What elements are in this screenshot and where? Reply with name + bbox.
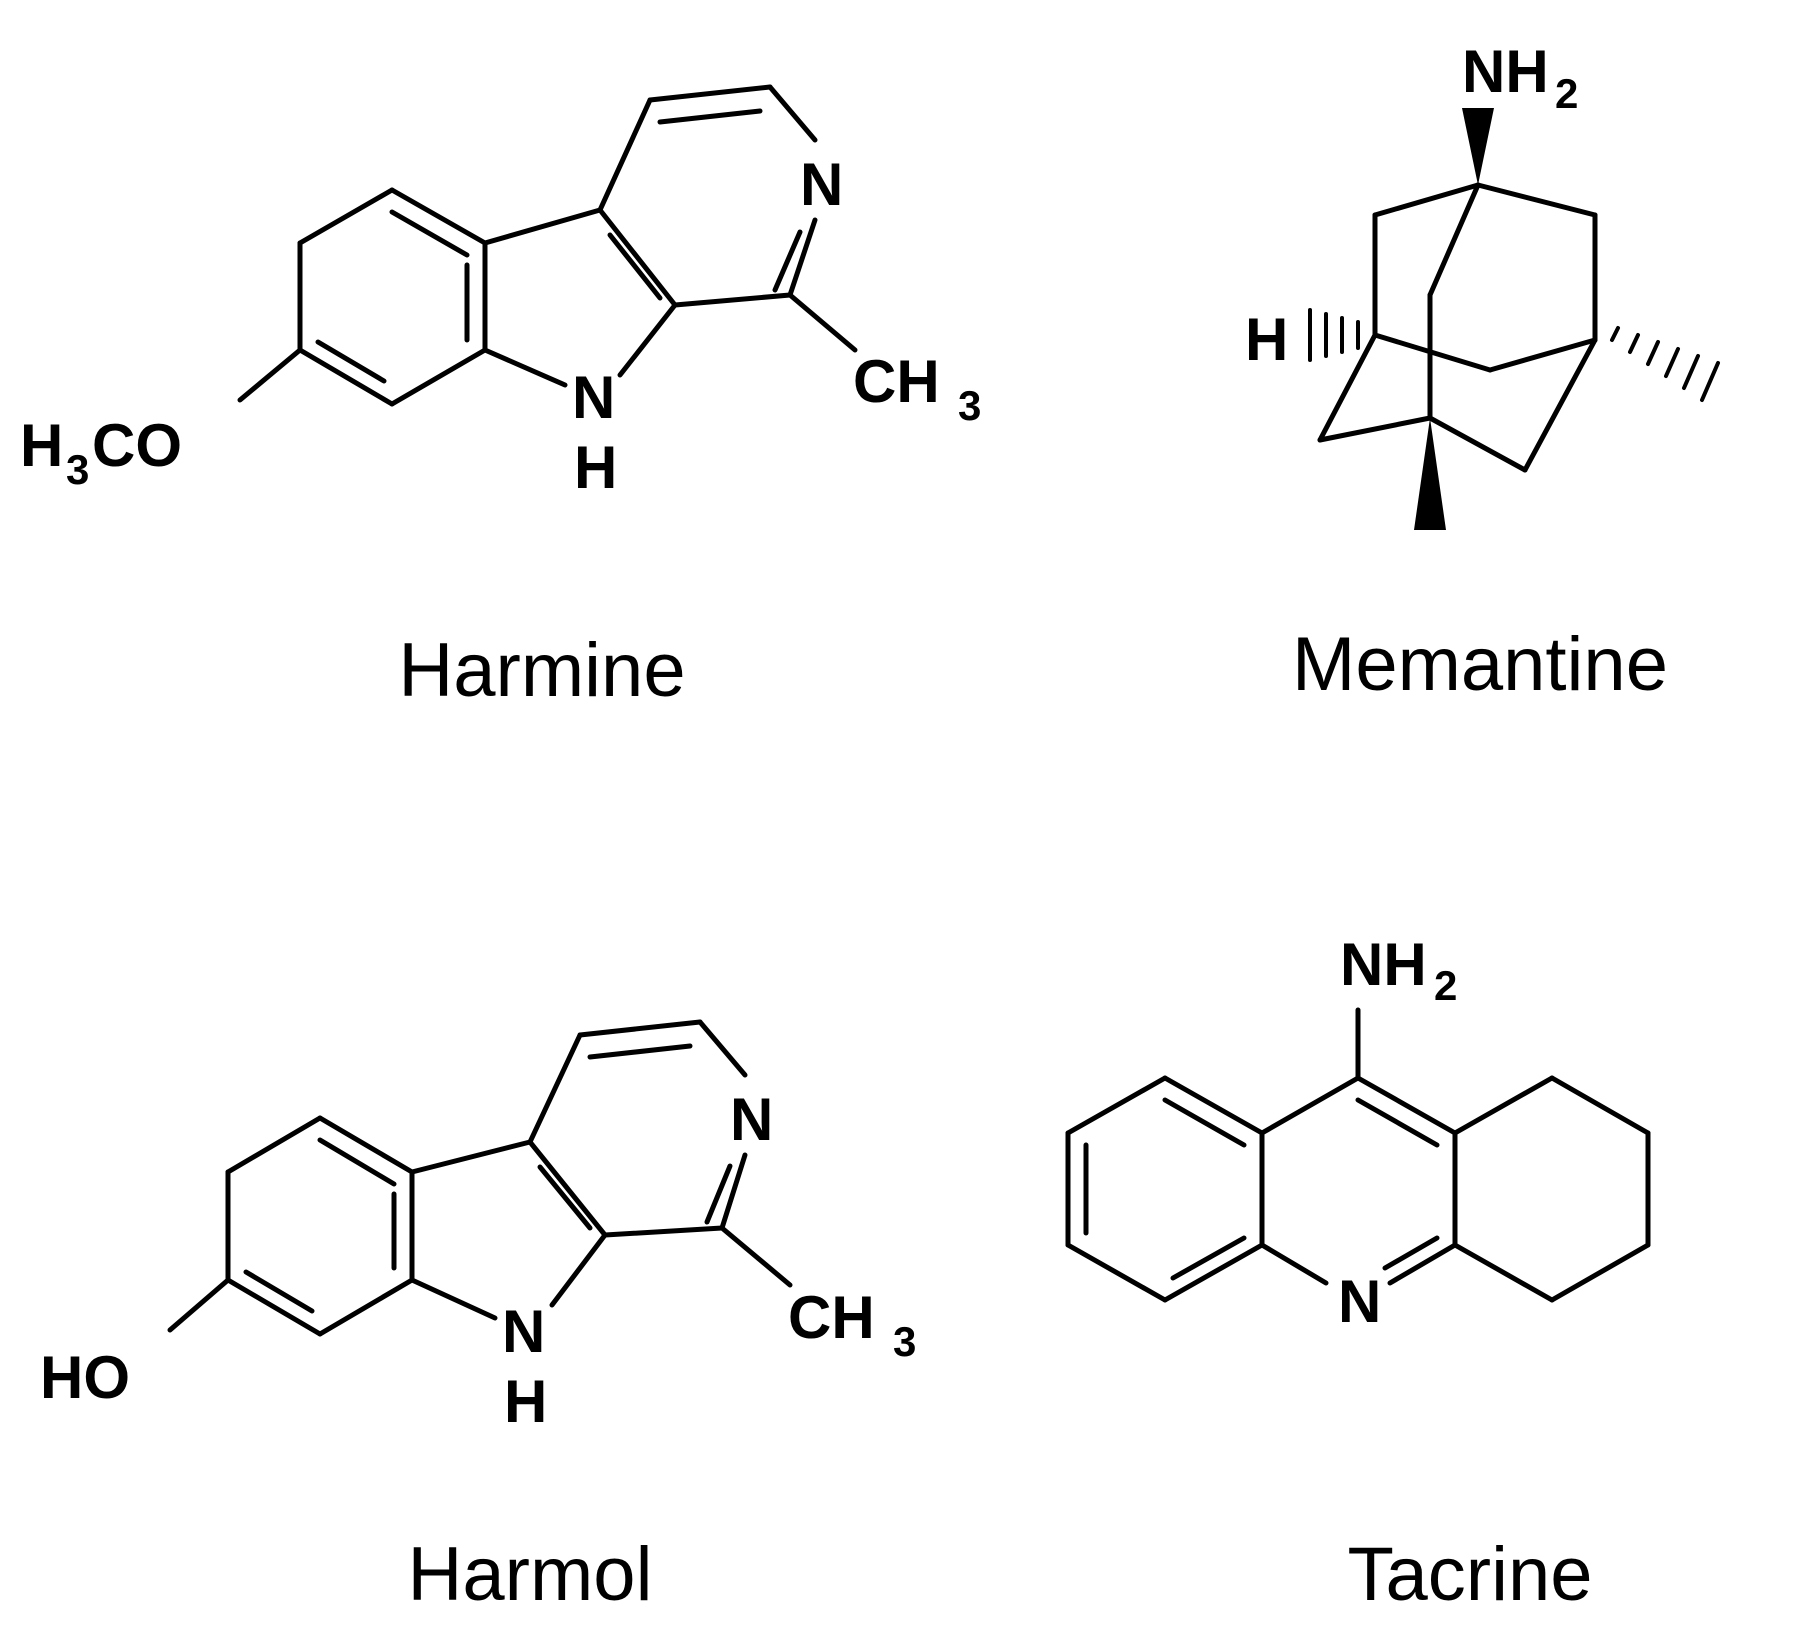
harmine-methyl-subscript: 3 [958, 382, 981, 429]
harmol-methyl-subscript: 3 [893, 1318, 916, 1365]
tacrine-amine-label: NH [1340, 931, 1427, 998]
harmine-name: Harmine [398, 628, 685, 713]
harmine-ring-nitrogen: N [800, 151, 843, 218]
tacrine-amine-subscript: 2 [1434, 962, 1457, 1009]
tacrine-structure: NH 2 N Tacrine [1065, 931, 1651, 1617]
harmol-methyl-label: CH [788, 1284, 875, 1351]
harmol-structure: N N H CH 3 HO Harmol [40, 1019, 916, 1617]
harmine-methyl-label: CH [853, 348, 940, 415]
memantine-methyl-wedge [1414, 418, 1446, 530]
memantine-amine-label: NH [1462, 38, 1549, 105]
memantine-structure: NH 2 H Memantine [1245, 38, 1720, 707]
memantine-amine-subscript: 2 [1555, 70, 1578, 117]
harmol-nh-hydrogen: H [504, 1368, 547, 1435]
harmol-nh-nitrogen: N [502, 1298, 545, 1365]
memantine-amine-wedge [1462, 108, 1494, 185]
memantine-hydrogen: H [1245, 306, 1288, 373]
memantine-name: Memantine [1292, 622, 1668, 707]
tacrine-ring-nitrogen: N [1338, 1268, 1381, 1335]
harmine-methoxy-co: CO [92, 412, 182, 479]
harmine-nh-hydrogen: H [574, 434, 617, 501]
harmol-name: Harmol [408, 1532, 653, 1617]
harmine-nh-nitrogen: N [572, 364, 615, 431]
memantine-hashed-bond-h [1308, 308, 1360, 362]
harmine-methoxy-subscript: 3 [66, 446, 89, 493]
memantine-hashed-bond-methyl [1610, 326, 1720, 402]
harmine-structure: N N H CH 3 H 3 CO Harmine [20, 84, 981, 713]
harmine-methoxy-h: H [20, 412, 63, 479]
tacrine-name: Tacrine [1348, 1532, 1593, 1617]
harmol-ring-nitrogen: N [730, 1086, 773, 1153]
harmol-hydroxyl: HO [40, 1344, 130, 1411]
